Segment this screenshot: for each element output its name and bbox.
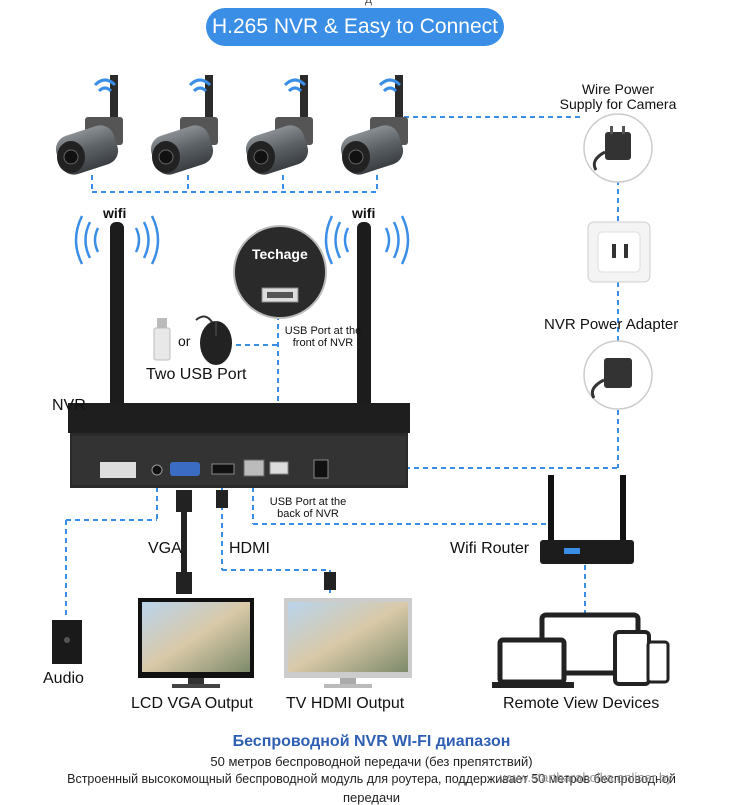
bottom-heading: Беспроводной NVR WI-FI диапазон [232, 733, 511, 750]
bottom-line-2: Встроенный высокомощный беспроводной мод… [67, 772, 676, 786]
tv-icon [284, 598, 412, 688]
camera-power-supply-icon [583, 113, 653, 183]
label-vga: VGA [148, 540, 182, 557]
antenna-right [357, 222, 371, 442]
page-title: H.265 NVR & Easy to Connect [206, 8, 504, 46]
label-wifi-router: Wifi Router [450, 540, 530, 557]
remote-devices-icon [492, 612, 670, 688]
hdmi-connector-icon [216, 490, 336, 590]
label-or: or [178, 333, 191, 349]
nvr-device [68, 403, 410, 488]
watermark: www.startbaraholka.onliner.by [500, 770, 673, 785]
nvr-power-adapter-icon [583, 340, 653, 410]
label-wire-power: Wire Power Supply for Camera [559, 81, 677, 112]
wifi-waves-right [324, 215, 410, 265]
usb-front-zoom [233, 225, 327, 319]
network-diagram [52, 75, 670, 688]
camera-group [55, 75, 408, 175]
lcd-monitor-icon [138, 598, 254, 688]
bottom-line-1: 50 метров беспроводной передачи (без пре… [210, 754, 533, 769]
mouse-icon [195, 315, 232, 365]
label-remote-view: Remote View Devices [503, 695, 660, 712]
label-wifi-right: wifi [352, 205, 376, 221]
wifi-waves-left [74, 215, 160, 265]
label-wifi-left: wifi [103, 205, 127, 221]
vga-connector-icon [176, 490, 192, 594]
label-tv-hdmi: TV HDMI Output [286, 695, 405, 712]
audio-speaker-icon [52, 620, 82, 664]
wifi-router-icon [540, 475, 634, 564]
wall-outlet-icon [587, 221, 651, 283]
top-char: д [365, 0, 372, 6]
label-hdmi: HDMI [229, 540, 270, 557]
label-nvr-adapter: NVR Power Adapter [544, 316, 679, 333]
label-two-usb: Two USB Port [146, 366, 247, 383]
bottom-line-3: передачи [342, 790, 400, 805]
label-lcd-vga: LCD VGA Output [131, 695, 253, 712]
label-nvr: NVR [52, 397, 86, 414]
label-usb-front: USB Port at the front of NVR [284, 325, 362, 349]
usb-stick-icon [153, 318, 171, 361]
label-audio: Audio [43, 670, 84, 687]
antenna-left [110, 222, 124, 442]
label-usb-back: USB Port at the back of NVR [269, 496, 347, 520]
label-brand: Techage [252, 246, 308, 262]
